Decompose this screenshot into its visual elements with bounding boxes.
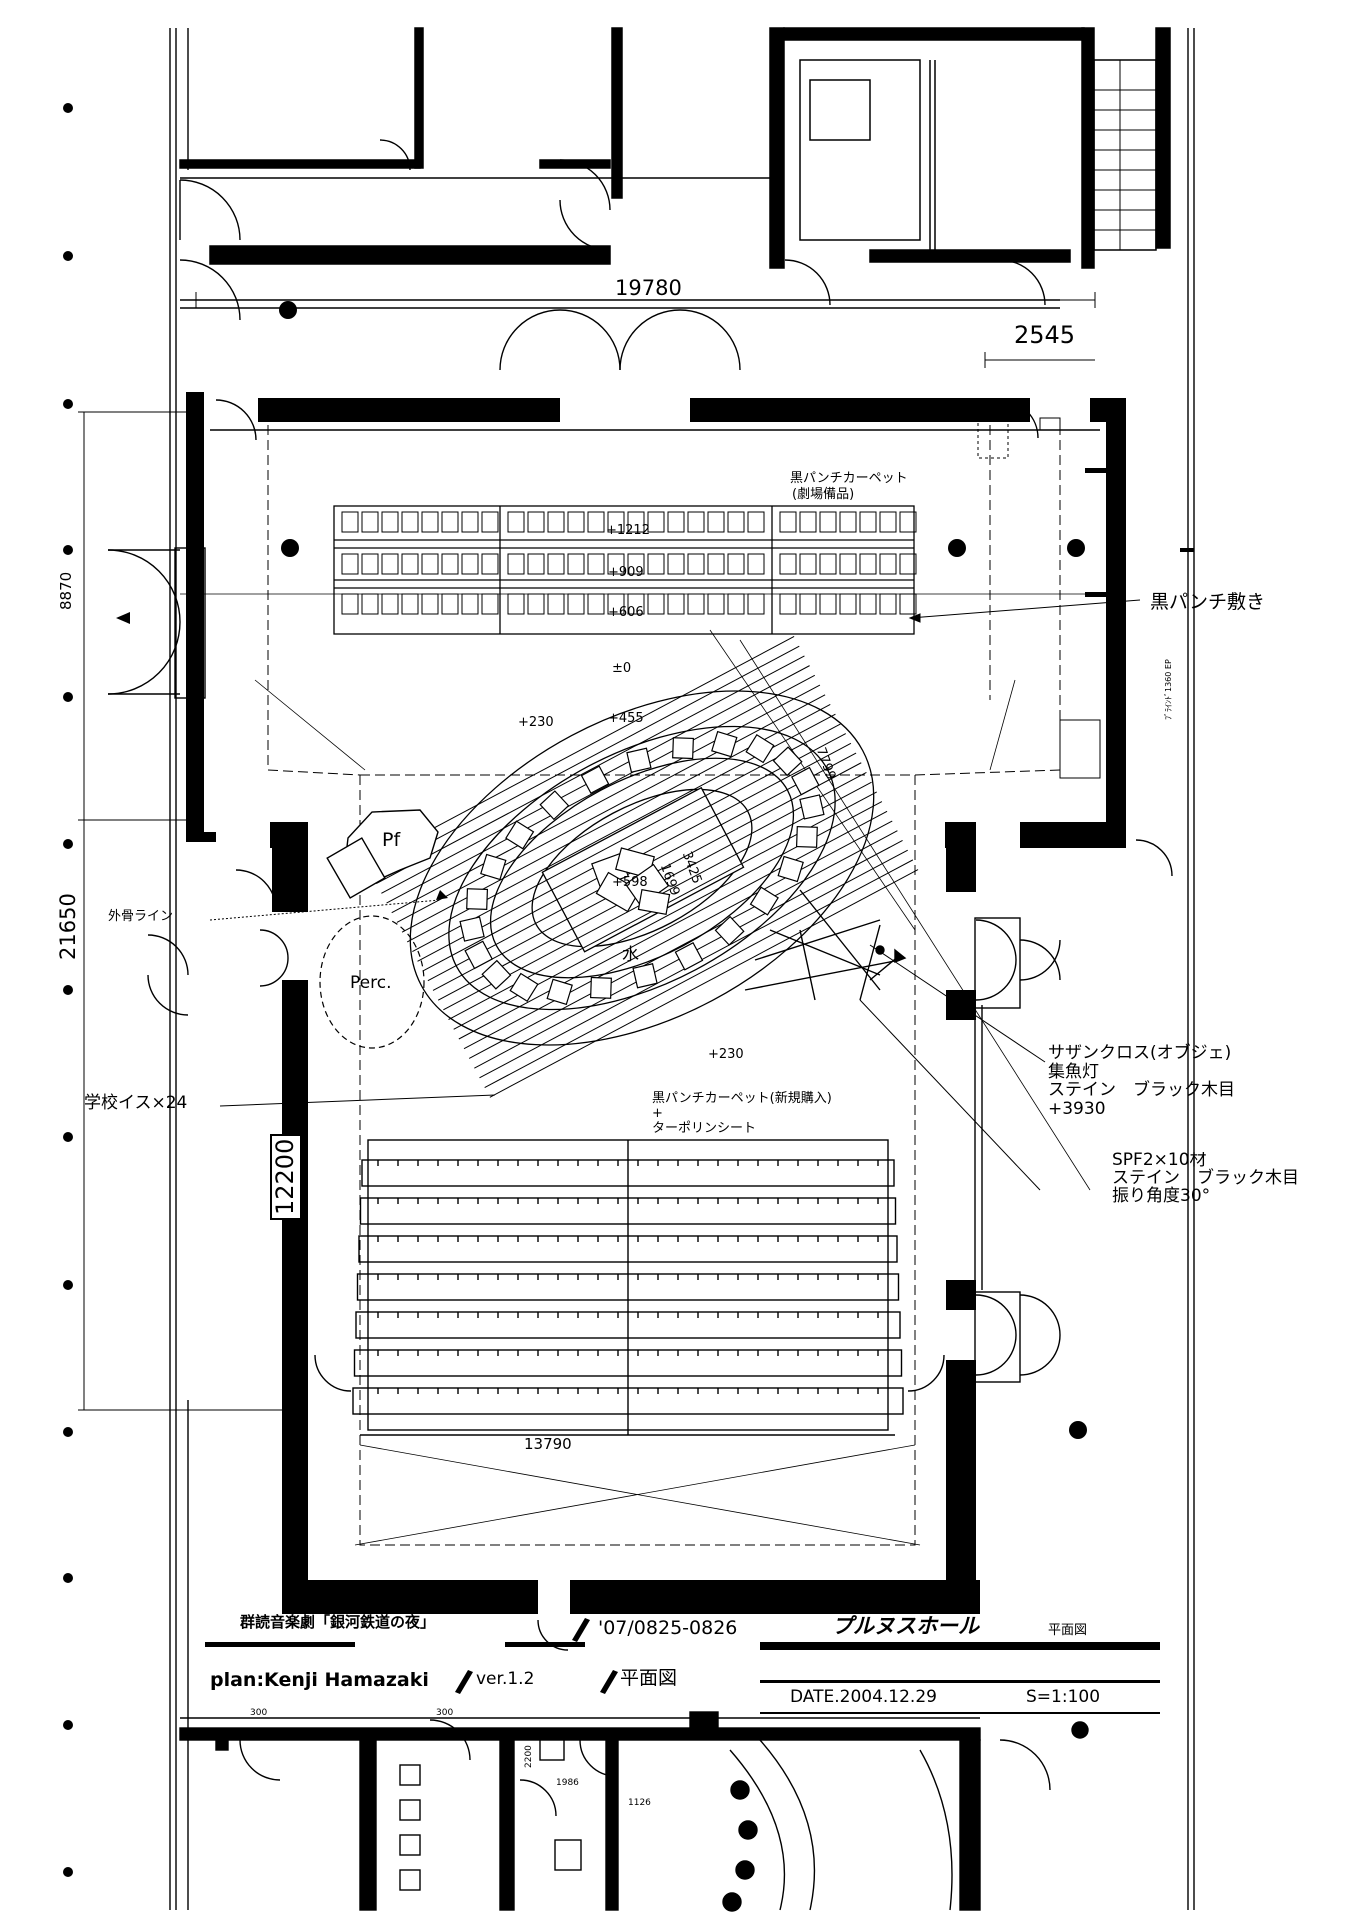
school-chair [539,790,570,821]
dim-line-top [195,292,1096,368]
annex-dim-300a: 300 [250,1708,268,1718]
title-block-lines [205,1618,1160,1714]
level-230-bottom: +230 [708,1047,744,1062]
upper-seating [333,505,917,635]
columns [279,301,297,319]
dim-left-upper: 8870 [57,571,75,610]
school-chair [672,737,694,760]
dim-bottom-seating: 13790 [524,1435,572,1453]
water-label: 水 [622,945,639,965]
school-chair [772,746,803,777]
spf-label: SPF2×10材 ステイン ブラック木目 振り角度30° [1112,1152,1299,1206]
lower-seating [352,1139,904,1436]
version: ver.1.2 [476,1669,535,1689]
annex-dim-1126: 1126 [628,1798,651,1808]
carpet-top-note: (劇場備品) [792,487,855,502]
school-chair [590,976,612,999]
school-chair [777,855,804,883]
school-chair [481,959,512,990]
dashed-lines [267,425,1061,1546]
level-230-top: +230 [518,715,554,730]
entry-arrow [116,612,130,624]
drawing-date: DATE.2004.12.29 [790,1687,937,1707]
southern-cross-object [744,889,907,1001]
school-chair [745,734,775,764]
school-chair [749,886,779,916]
school-chair [791,766,820,796]
southern-cross-label: サザンクロス(オブジェ) 集魚灯 ステイン ブラック木目 +3930 [1048,1043,1235,1120]
vertical-note: ﾌﾞﾗｲﾝﾄﾞ1360 EP [1164,659,1173,720]
school-chair [711,730,738,758]
school-chair [626,747,652,773]
school-chair [580,765,610,795]
piano [326,809,439,899]
dim-left-total: 21650 [56,893,80,960]
school-chair [464,940,493,970]
school-chair [795,825,818,848]
carpet-top-label: 黒パンチカーペット [790,471,908,486]
school-chair [674,941,704,971]
level-1212: +1212 [606,523,650,538]
piano-label: Pf [382,829,401,851]
punch-laid-label: 黒パンチ敷き [1150,591,1265,613]
leader-lines [209,599,1141,1191]
side-doors [107,399,1173,1651]
hall-inner-lines [174,417,1101,1383]
school-chair [546,978,573,1006]
grid-lines [169,28,1195,1910]
water-object [591,847,671,915]
margin-dots [63,103,73,1877]
dim-top-width: 19780 [615,276,682,300]
drawing-type-small: 平面図 [1048,1623,1088,1638]
annex-dim-300b: 300 [436,1708,454,1718]
school-chair [714,915,745,946]
outer-frame-line-label: 外骨ライン [108,909,174,924]
level-606: +606 [608,605,644,620]
top-rooms [179,27,1171,309]
level-455: +455 [608,711,644,726]
school-chair [509,972,539,1002]
level-909: +909 [608,565,644,580]
school-chair [480,853,507,881]
lower-annex [179,1711,1089,1912]
drawing-type: 平面図 [620,1667,678,1689]
school-chairs-label: 学校イス×24 [84,1093,188,1113]
dim-lines-left [78,411,290,1411]
thin-lines [180,593,1120,1546]
drawing-scale: S=1:100 [1026,1687,1101,1707]
top-doors [179,139,1046,371]
plan-by: plan:Kenji Hamazaki [210,1669,429,1691]
annex-dim-1986: 1986 [556,1778,579,1788]
percussion-label: Perc. [350,973,392,993]
school-chair [505,820,535,850]
level-zero: ±0 [612,661,632,676]
production-title: 群読音楽劇「銀河鉄道の夜」 [240,1613,436,1631]
venue-name: プルヌスホール [832,1614,979,1638]
school-chairs [459,730,825,1006]
percussion-area [319,915,425,1049]
school-chair [799,794,825,820]
level-598: +598 [612,875,648,890]
school-chair [459,916,485,942]
main-hall-walls [186,392,1126,1614]
dim-small: 2545 [1014,321,1076,349]
wall-stubs [1085,468,1194,597]
annex-dim-2200: 2200 [524,1745,534,1768]
school-chair [466,888,489,911]
hall-columns [281,539,1087,1439]
dim-left-lower: 12200 [270,1133,302,1220]
production-dates: '07/0825-0826 [598,1617,738,1639]
school-chair [632,963,658,989]
carpet-new-label: 黒パンチカーペット(新規購入) + ターポリンシート [652,1091,832,1136]
